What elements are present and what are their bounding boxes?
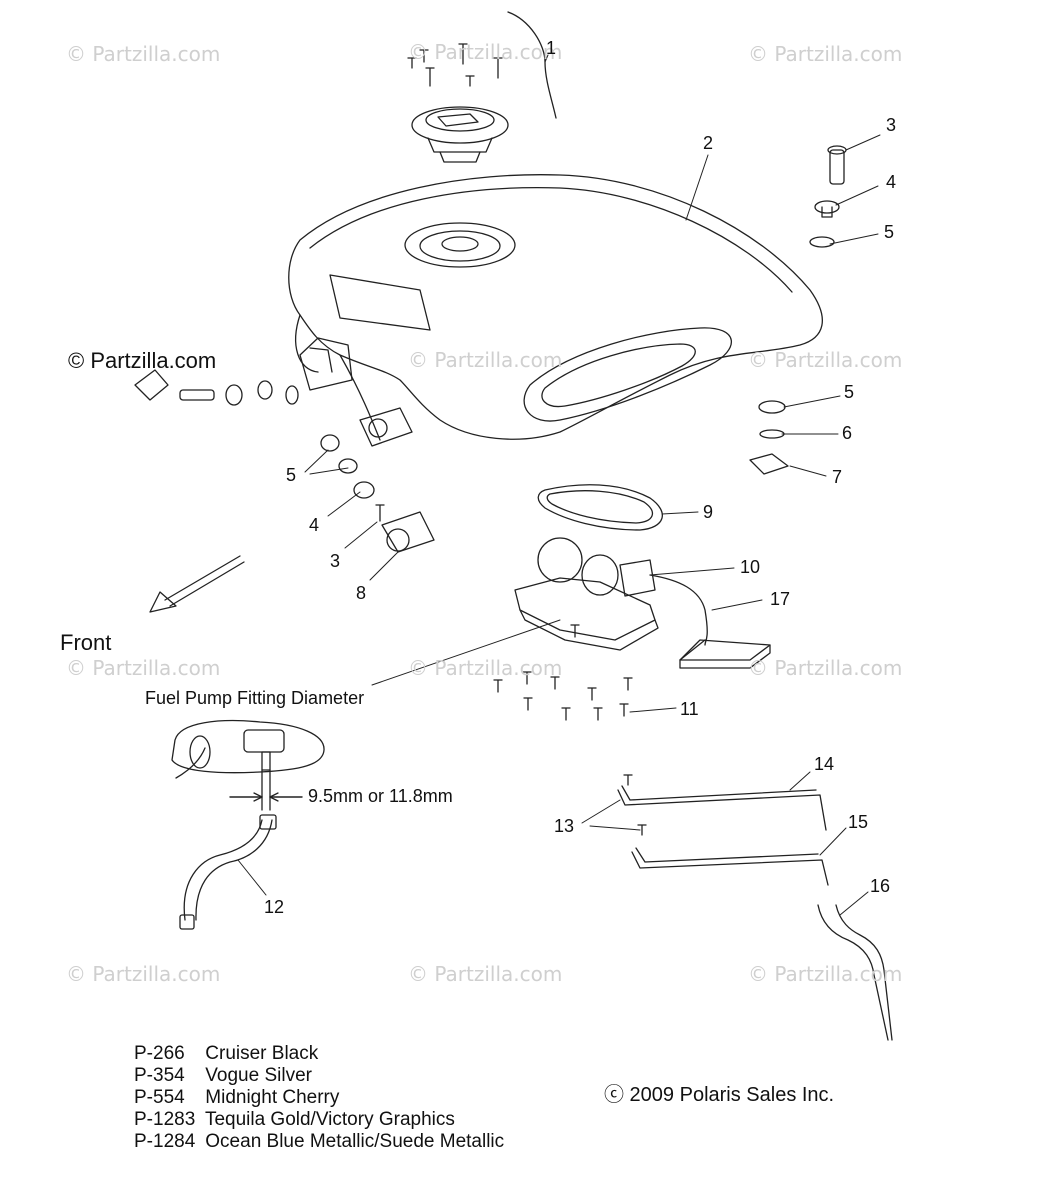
vent-lines [617, 774, 829, 886]
callout-8: 8 [356, 583, 367, 603]
fuel-tank [288, 174, 823, 447]
callout-17: 17 [770, 589, 791, 609]
watermark: © Partzilla.com [408, 348, 563, 372]
callout-14: 14 [814, 754, 835, 774]
callout-6: 6 [842, 423, 853, 443]
watermark: © Partzilla.com [748, 656, 903, 680]
polaris-copyright: ⓒ 2009 Polaris Sales Inc. [604, 1084, 835, 1106]
fitting-diameter: 9.5mm or 11.8mm [308, 786, 453, 806]
watermark: © Partzilla.com [408, 656, 563, 680]
callout-11: 11 [680, 699, 699, 719]
watermark: © Partzilla.com [66, 962, 221, 986]
fitting-title: Fuel Pump Fitting Diameter [145, 688, 365, 708]
watermark: © Partzilla.com [408, 962, 563, 986]
callout-5: 5 [884, 222, 895, 242]
watermark: © Partzilla.com [408, 40, 563, 64]
legend-name: Cruiser Black [205, 1043, 319, 1064]
legend-row: P-1283 Tequila Gold/Victory Graphics [134, 1109, 504, 1131]
callout-12: 12 [264, 897, 285, 917]
legend-name: Vogue Silver [205, 1065, 312, 1086]
callout-3: 3 [886, 115, 897, 135]
color-legend: P-266 Cruiser Black P-354 Vogue Silver P… [134, 1043, 504, 1153]
partzilla-copyright: © Partzilla.com [68, 348, 217, 373]
fitting-detail [171, 719, 325, 811]
legend-code: P-354 [134, 1065, 185, 1086]
callout-5: 5 [286, 465, 297, 485]
callout-13: 13 [554, 816, 575, 836]
gasket [537, 484, 663, 531]
legend-code: P-554 [134, 1087, 185, 1108]
callout-10: 10 [740, 557, 761, 577]
callout-2: 2 [703, 133, 714, 153]
callout-16: 16 [870, 876, 891, 896]
fuel-cap [407, 11, 557, 163]
pump-wire-harness [679, 639, 771, 669]
callout-9: 9 [703, 502, 714, 522]
legend-name: Ocean Blue Metallic/Suede Metallic [205, 1131, 505, 1152]
legend-row: P-554 Midnight Cherry [134, 1087, 504, 1109]
rear-hardware [749, 145, 847, 475]
callout-5: 5 [844, 382, 855, 402]
legend-code: P-266 [134, 1043, 185, 1064]
legend-name: Tequila Gold/Victory Graphics [204, 1109, 455, 1130]
watermark: © Partzilla.com [66, 42, 221, 66]
front-label: Front [60, 630, 112, 655]
fuel-hose [179, 814, 277, 930]
callout-15: 15 [848, 812, 869, 832]
watermark: © Partzilla.com [748, 348, 903, 372]
pump-screws [493, 671, 633, 721]
legend-code: P-1284 [134, 1131, 196, 1152]
callout-3: 3 [330, 551, 341, 571]
callout-4: 4 [886, 172, 897, 192]
front-arrow [149, 555, 245, 613]
legend-name: Midnight Cherry [205, 1087, 340, 1108]
legend-row: P-354 Vogue Silver [134, 1065, 504, 1087]
watermark: © Partzilla.com [66, 656, 221, 680]
drain-hose [817, 904, 893, 1041]
callout-7: 7 [832, 467, 843, 487]
watermark: © Partzilla.com [748, 962, 903, 986]
callout-4: 4 [309, 515, 320, 535]
fuel-pump [514, 537, 708, 651]
leader-lines [237, 54, 881, 916]
legend-row: P-266 Cruiser Black [134, 1043, 504, 1065]
front-mount-hardware [134, 369, 435, 553]
legend-row: P-1284 Ocean Blue Metallic/Suede Metalli… [134, 1131, 504, 1153]
legend-code: P-1283 [134, 1109, 196, 1130]
callout-1: 1 [546, 38, 557, 58]
watermark: © Partzilla.com [748, 42, 903, 66]
